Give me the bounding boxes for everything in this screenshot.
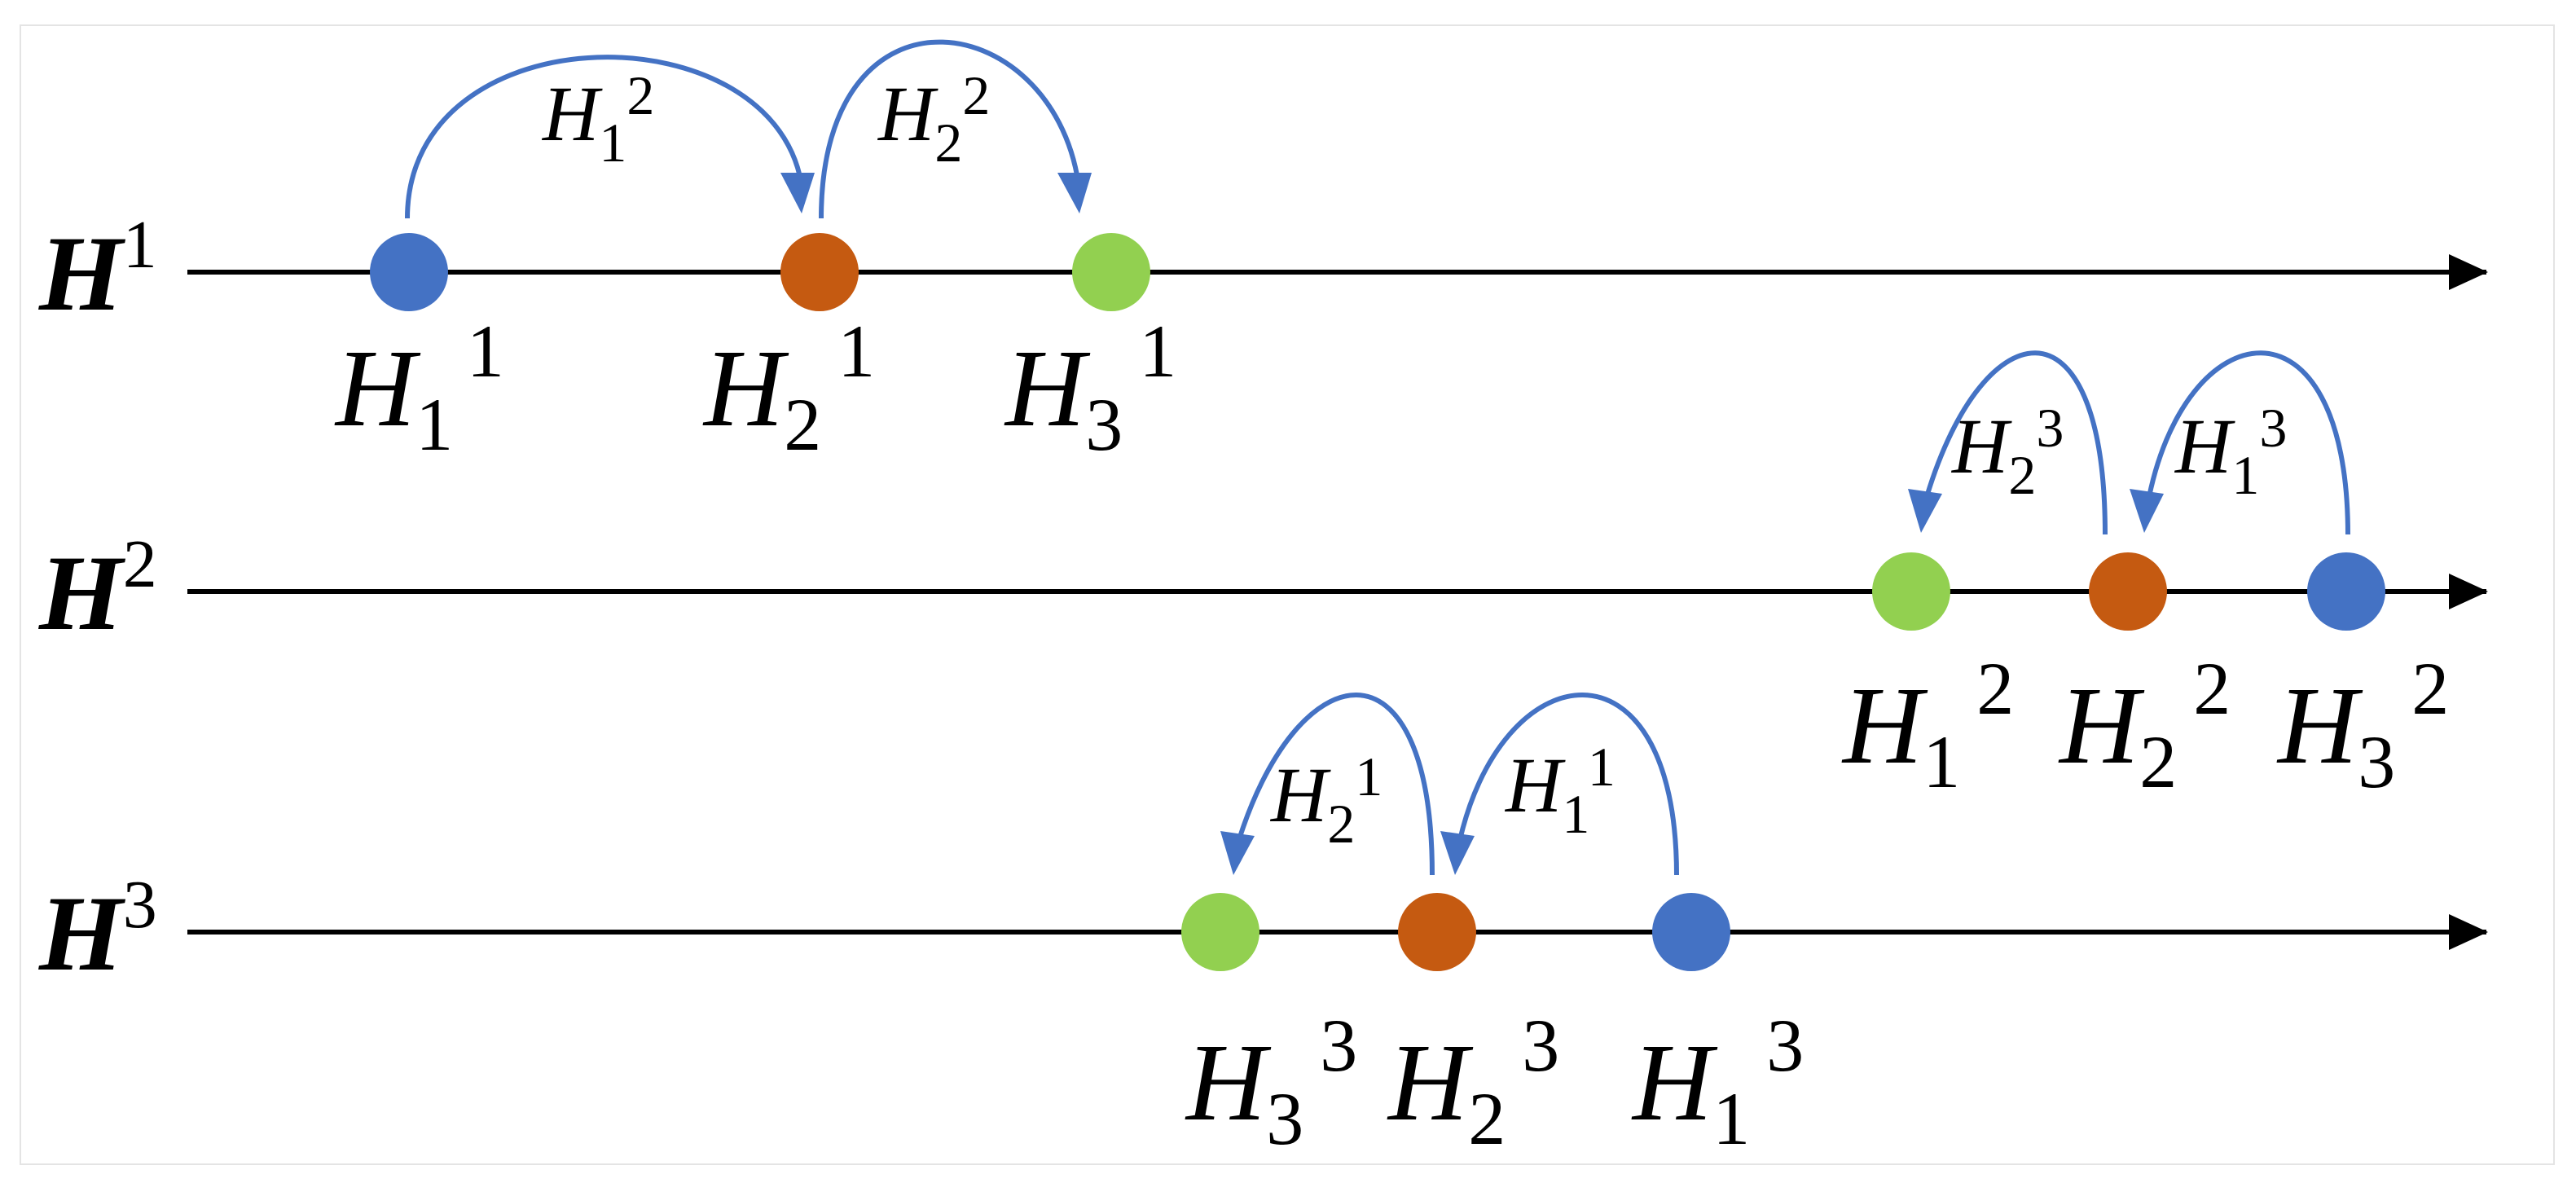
node-h2-2-label: H22: [2058, 647, 2231, 803]
arrow-h3-label-2: H11: [1504, 736, 1615, 845]
node-h2-1-green: [1872, 552, 1950, 631]
arrow-h1-node2-to-node3: [819, 39, 1082, 219]
axis-h1-label: H1: [38, 207, 157, 333]
arrowhead-h2-1: [1908, 489, 1942, 533]
arrow-h2-node3-to-node2: [2145, 350, 2350, 535]
arrow-h3-node3-to-node2: [1456, 693, 1679, 876]
arrowhead-h3-2: [1440, 831, 1475, 875]
arrow-h1-node1-to-node2: [405, 55, 805, 219]
arrow-h1-label-2: H22: [877, 64, 990, 174]
node-h3-1-green: [1181, 893, 1259, 971]
axis-h3-label: H3: [38, 867, 157, 993]
arrowhead-h3-1: [1220, 831, 1255, 875]
node-h3-3-label: H13: [1631, 1004, 1804, 1160]
node-h2-2-orange: [2089, 552, 2167, 631]
node-h3-3-blue: [1652, 893, 1730, 971]
axis-h2: H2 H23 H13 H12 H22 H32: [38, 350, 2488, 803]
arrowhead-h2-2: [2130, 489, 2164, 533]
node-h2-3-label: H32: [2276, 647, 2449, 803]
node-h1-3-green: [1072, 233, 1150, 311]
arrow-h3-node2-to-node1: [1234, 693, 1435, 876]
node-h3-1-label: H33: [1185, 1004, 1357, 1160]
arrow-h3-label-1: H21: [1269, 745, 1383, 855]
node-h2-3-blue: [2307, 552, 2385, 631]
node-h1-1-blue: [370, 233, 448, 311]
node-h2-1-label: H12: [1841, 647, 2014, 803]
node-h3-2-label: H23: [1387, 1004, 1559, 1160]
arrow-h2-label-2: H13: [2174, 397, 2287, 506]
arrow-h2-label-1: H23: [1950, 397, 2064, 506]
arrow-h2-node2-to-node1: [1922, 350, 2108, 535]
node-h3-2-orange: [1398, 893, 1476, 971]
axis-h2-label: H2: [38, 526, 157, 653]
node-h1-2-label: H21: [702, 310, 875, 466]
axis-h3: H3 H21 H11 H33 H23 H13: [38, 693, 2488, 1160]
diagram-frame: [20, 24, 2555, 1165]
node-h1-1-label: H11: [334, 310, 504, 466]
arrow-h1-label-1: H12: [541, 64, 654, 174]
axis-h1: H1 H12 H22 H11 H21 H31: [38, 39, 2488, 466]
node-h1-3-label: H31: [1004, 310, 1176, 466]
node-h1-2-orange: [780, 233, 859, 311]
arrowhead-h1-2: [1057, 173, 1092, 213]
arrowhead-h1-1: [780, 173, 815, 213]
